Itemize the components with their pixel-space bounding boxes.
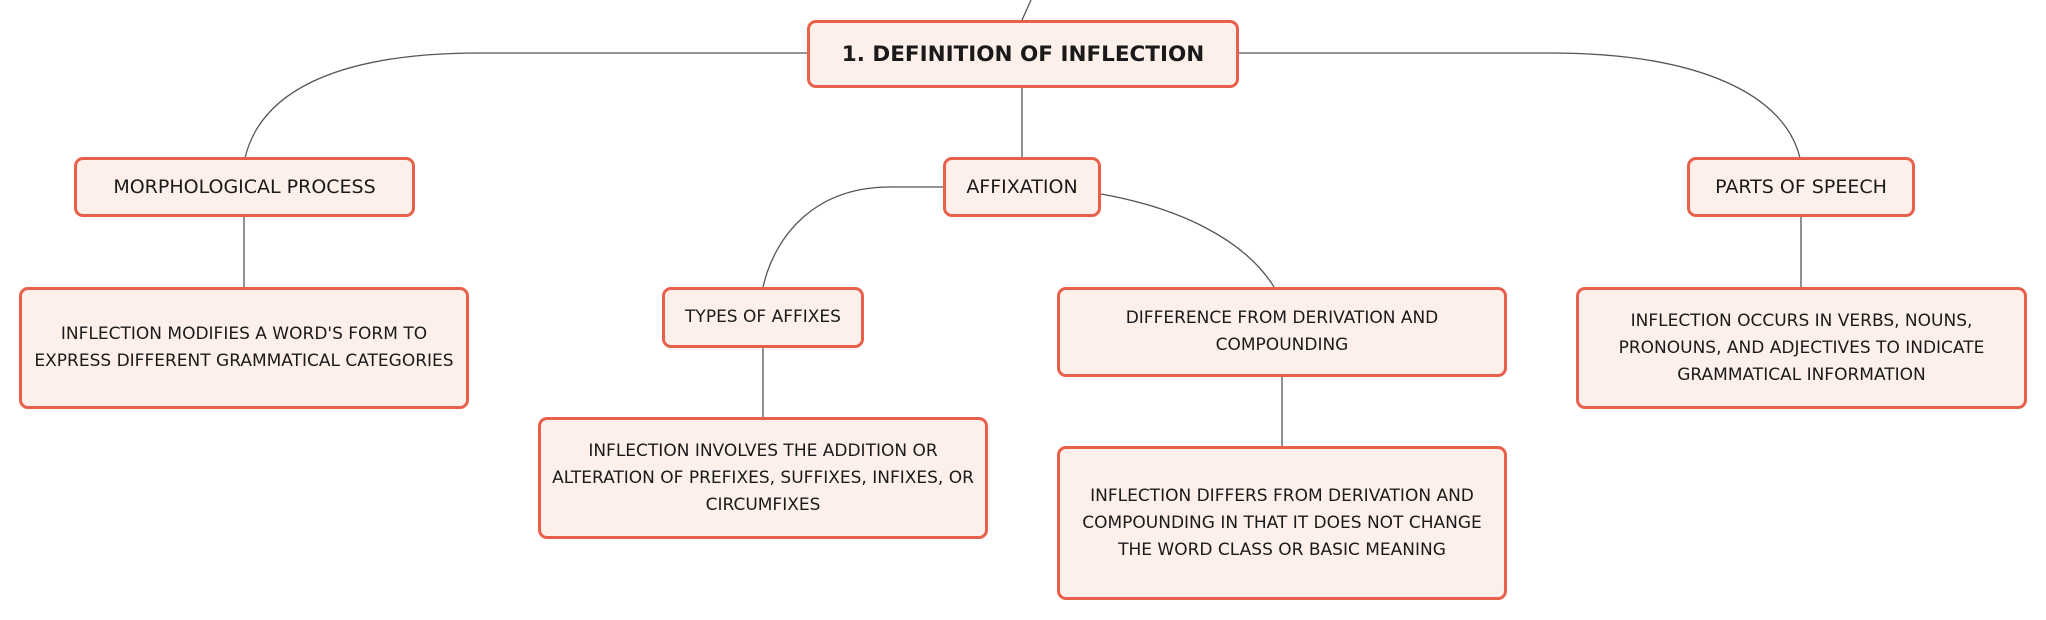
morphological-process-label: MORPHOLOGICAL PROCESS xyxy=(113,175,376,198)
affixation-label: AFFIXATION xyxy=(966,175,1078,198)
connector-line-root-to-morphological-process xyxy=(244,52,807,159)
difference-from-derivation-detail-node[interactable]: INFLECTION DIFFERS FROM DERIVATION AND C… xyxy=(1057,446,1507,600)
root-topic-node[interactable]: 1. DEFINITION OF INFLECTION xyxy=(807,20,1239,88)
affixation-node[interactable]: AFFIXATION xyxy=(943,157,1101,217)
connector-line-affixation-to-difference xyxy=(1100,193,1275,288)
root-topic-title: 1. DEFINITION OF INFLECTION xyxy=(841,41,1205,67)
types-of-affixes-node[interactable]: TYPES OF AFFIXES xyxy=(662,287,864,348)
types-of-affixes-detail-node[interactable]: INFLECTION INVOLVES THE ADDITION OR ALTE… xyxy=(538,417,988,539)
parts-of-speech-detail-node[interactable]: INFLECTION OCCURS IN VERBS, NOUNS, PRONO… xyxy=(1576,287,2027,409)
parts-of-speech-detail-text: INFLECTION OCCURS IN VERBS, NOUNS, PRONO… xyxy=(1618,310,1985,385)
connector-line-affixation-to-types-of-affixes xyxy=(762,186,943,288)
morphological-process-detail-node[interactable]: INFLECTION MODIFIES A WORD'S FORM TO EXP… xyxy=(19,287,469,409)
parts-of-speech-label: PARTS OF SPEECH xyxy=(1715,175,1887,198)
difference-from-derivation-node[interactable]: DIFFERENCE FROM DERIVATION AND COMPOUNDI… xyxy=(1057,287,1507,377)
types-of-affixes-label: TYPES OF AFFIXES xyxy=(685,307,841,327)
types-of-affixes-detail-text: INFLECTION INVOLVES THE ADDITION OR ALTE… xyxy=(552,440,974,515)
connector-line-parent-to-root xyxy=(1021,0,1032,21)
morphological-process-node[interactable]: MORPHOLOGICAL PROCESS xyxy=(74,157,415,217)
parts-of-speech-node[interactable]: PARTS OF SPEECH xyxy=(1687,157,1915,217)
connector-line-root-to-parts-of-speech xyxy=(1238,52,1801,159)
morphological-process-detail-text: INFLECTION MODIFIES A WORD'S FORM TO EXP… xyxy=(34,324,454,371)
difference-from-derivation-detail-text: INFLECTION DIFFERS FROM DERIVATION AND C… xyxy=(1082,485,1482,560)
difference-from-derivation-label: DIFFERENCE FROM DERIVATION AND COMPOUNDI… xyxy=(1125,308,1439,355)
